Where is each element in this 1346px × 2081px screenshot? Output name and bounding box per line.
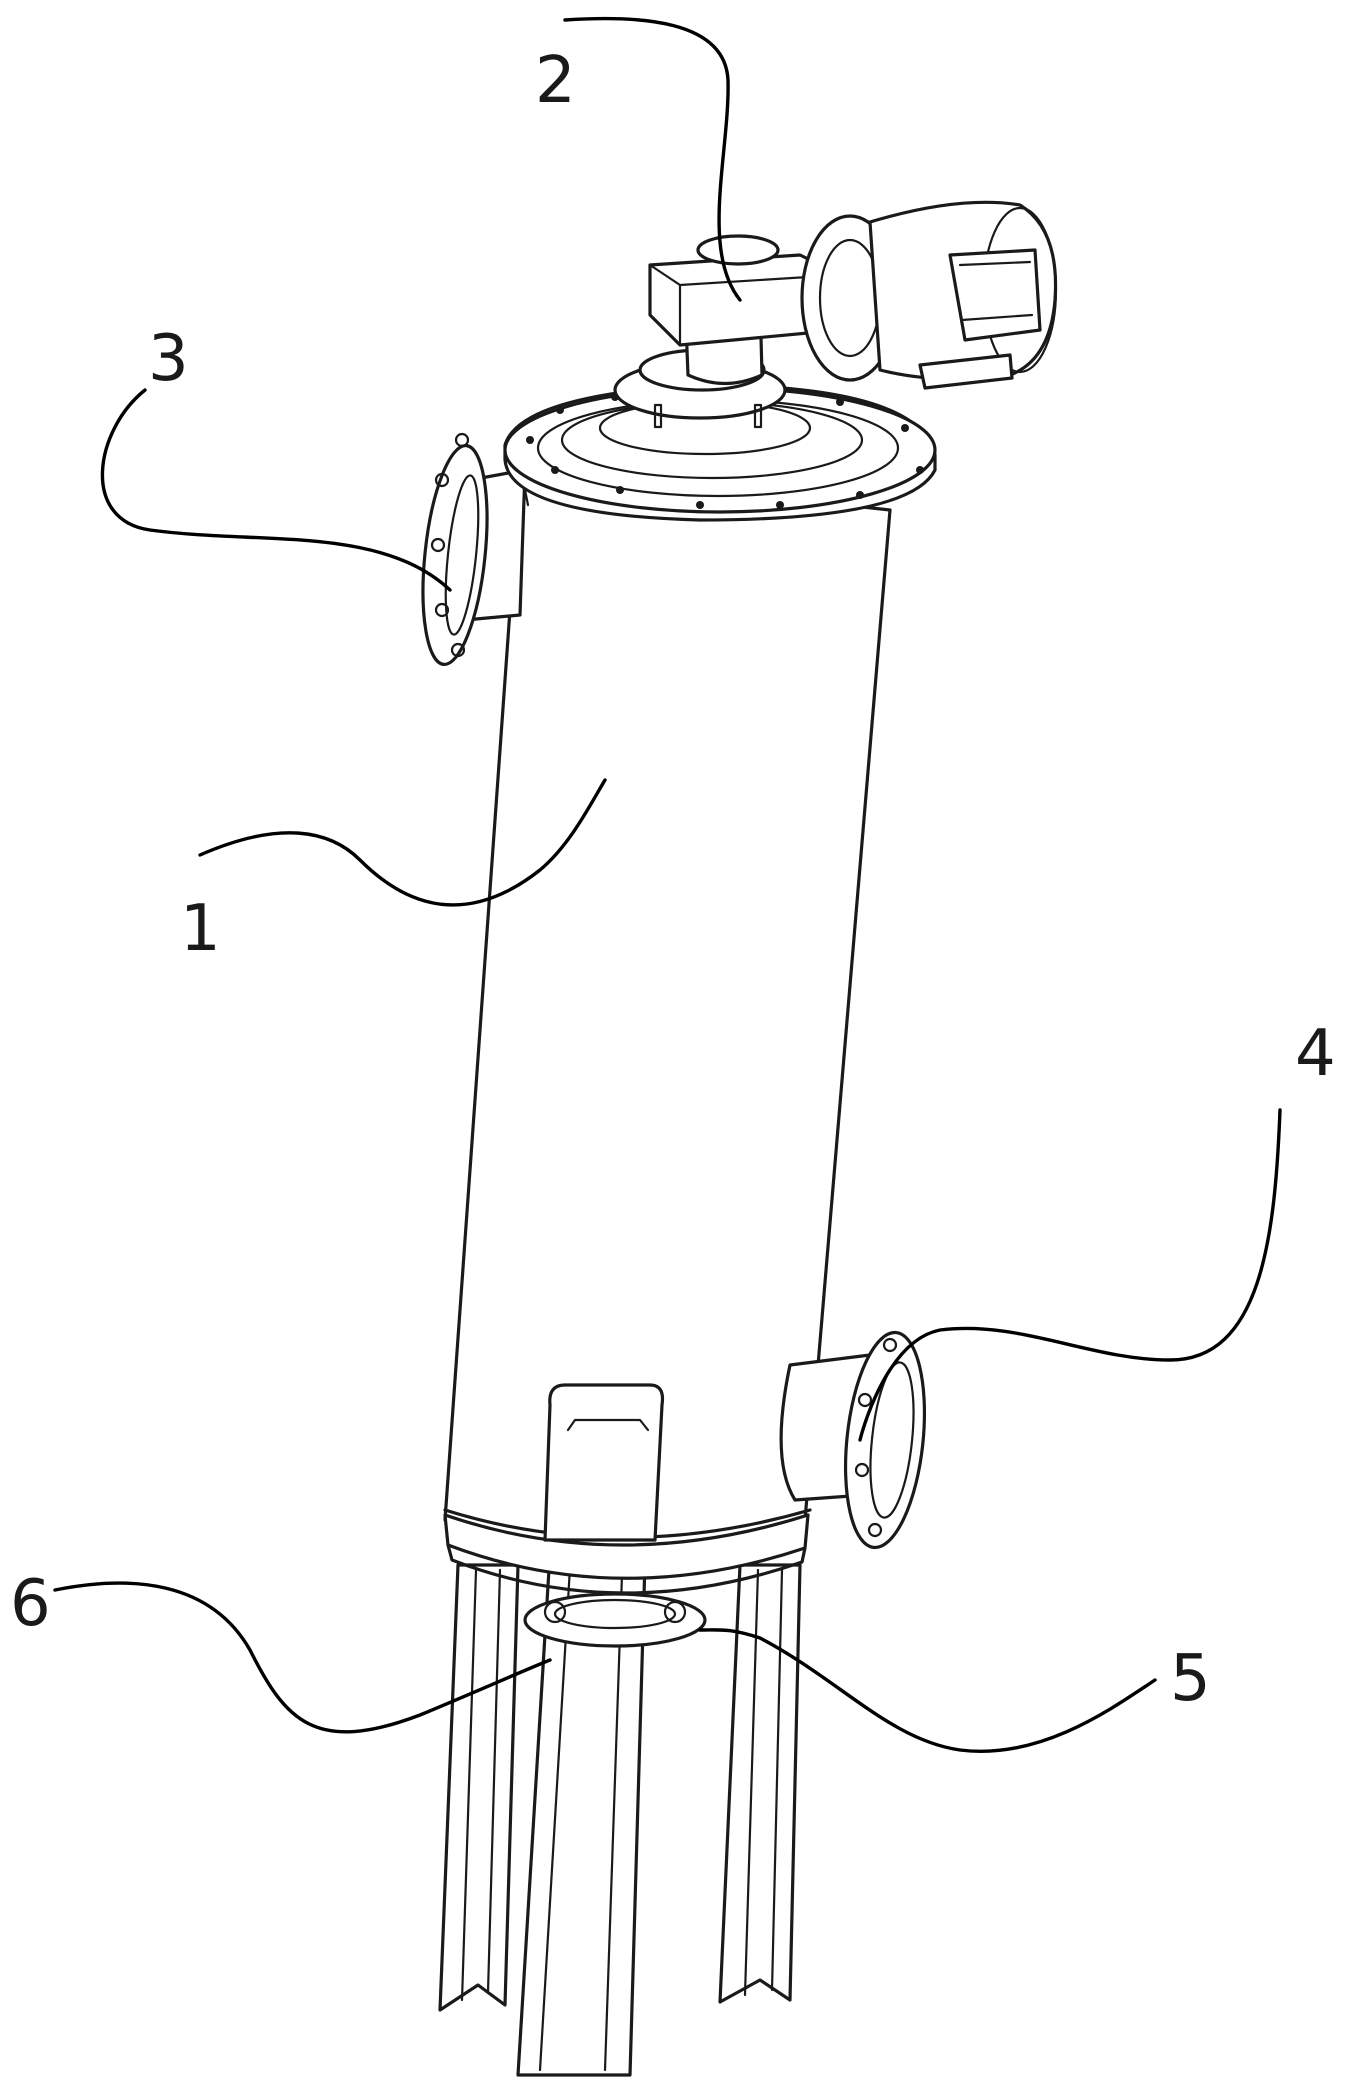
leader-1: [198, 778, 607, 907]
leader-3: [100, 388, 452, 592]
callout-4: 4: [1295, 1017, 1336, 1091]
leader-2: [563, 16, 742, 302]
motor-drive: [613, 200, 1058, 429]
leader-4: [858, 1108, 1282, 1442]
filter-housing: [443, 468, 892, 1595]
callout-6: 6: [10, 1567, 51, 1641]
callout-5: 5: [1170, 1642, 1211, 1716]
leader-5: [698, 1628, 1157, 1753]
callout-2: 2: [535, 44, 576, 118]
leader-6: [53, 1581, 552, 1734]
leg-left: [438, 1563, 520, 2012]
callout-3: 3: [148, 322, 189, 396]
leader-lines: [53, 16, 1282, 1753]
bottom-outlet: [523, 1592, 707, 1648]
callout-labels: 1 2 3 4 5 6: [10, 44, 1336, 1716]
callout-1: 1: [180, 892, 221, 966]
leg-bracket: [543, 1383, 665, 1542]
outlet-flange: [779, 1330, 927, 1550]
top-cover-flange: [503, 383, 937, 522]
inlet-flange: [421, 432, 527, 667]
